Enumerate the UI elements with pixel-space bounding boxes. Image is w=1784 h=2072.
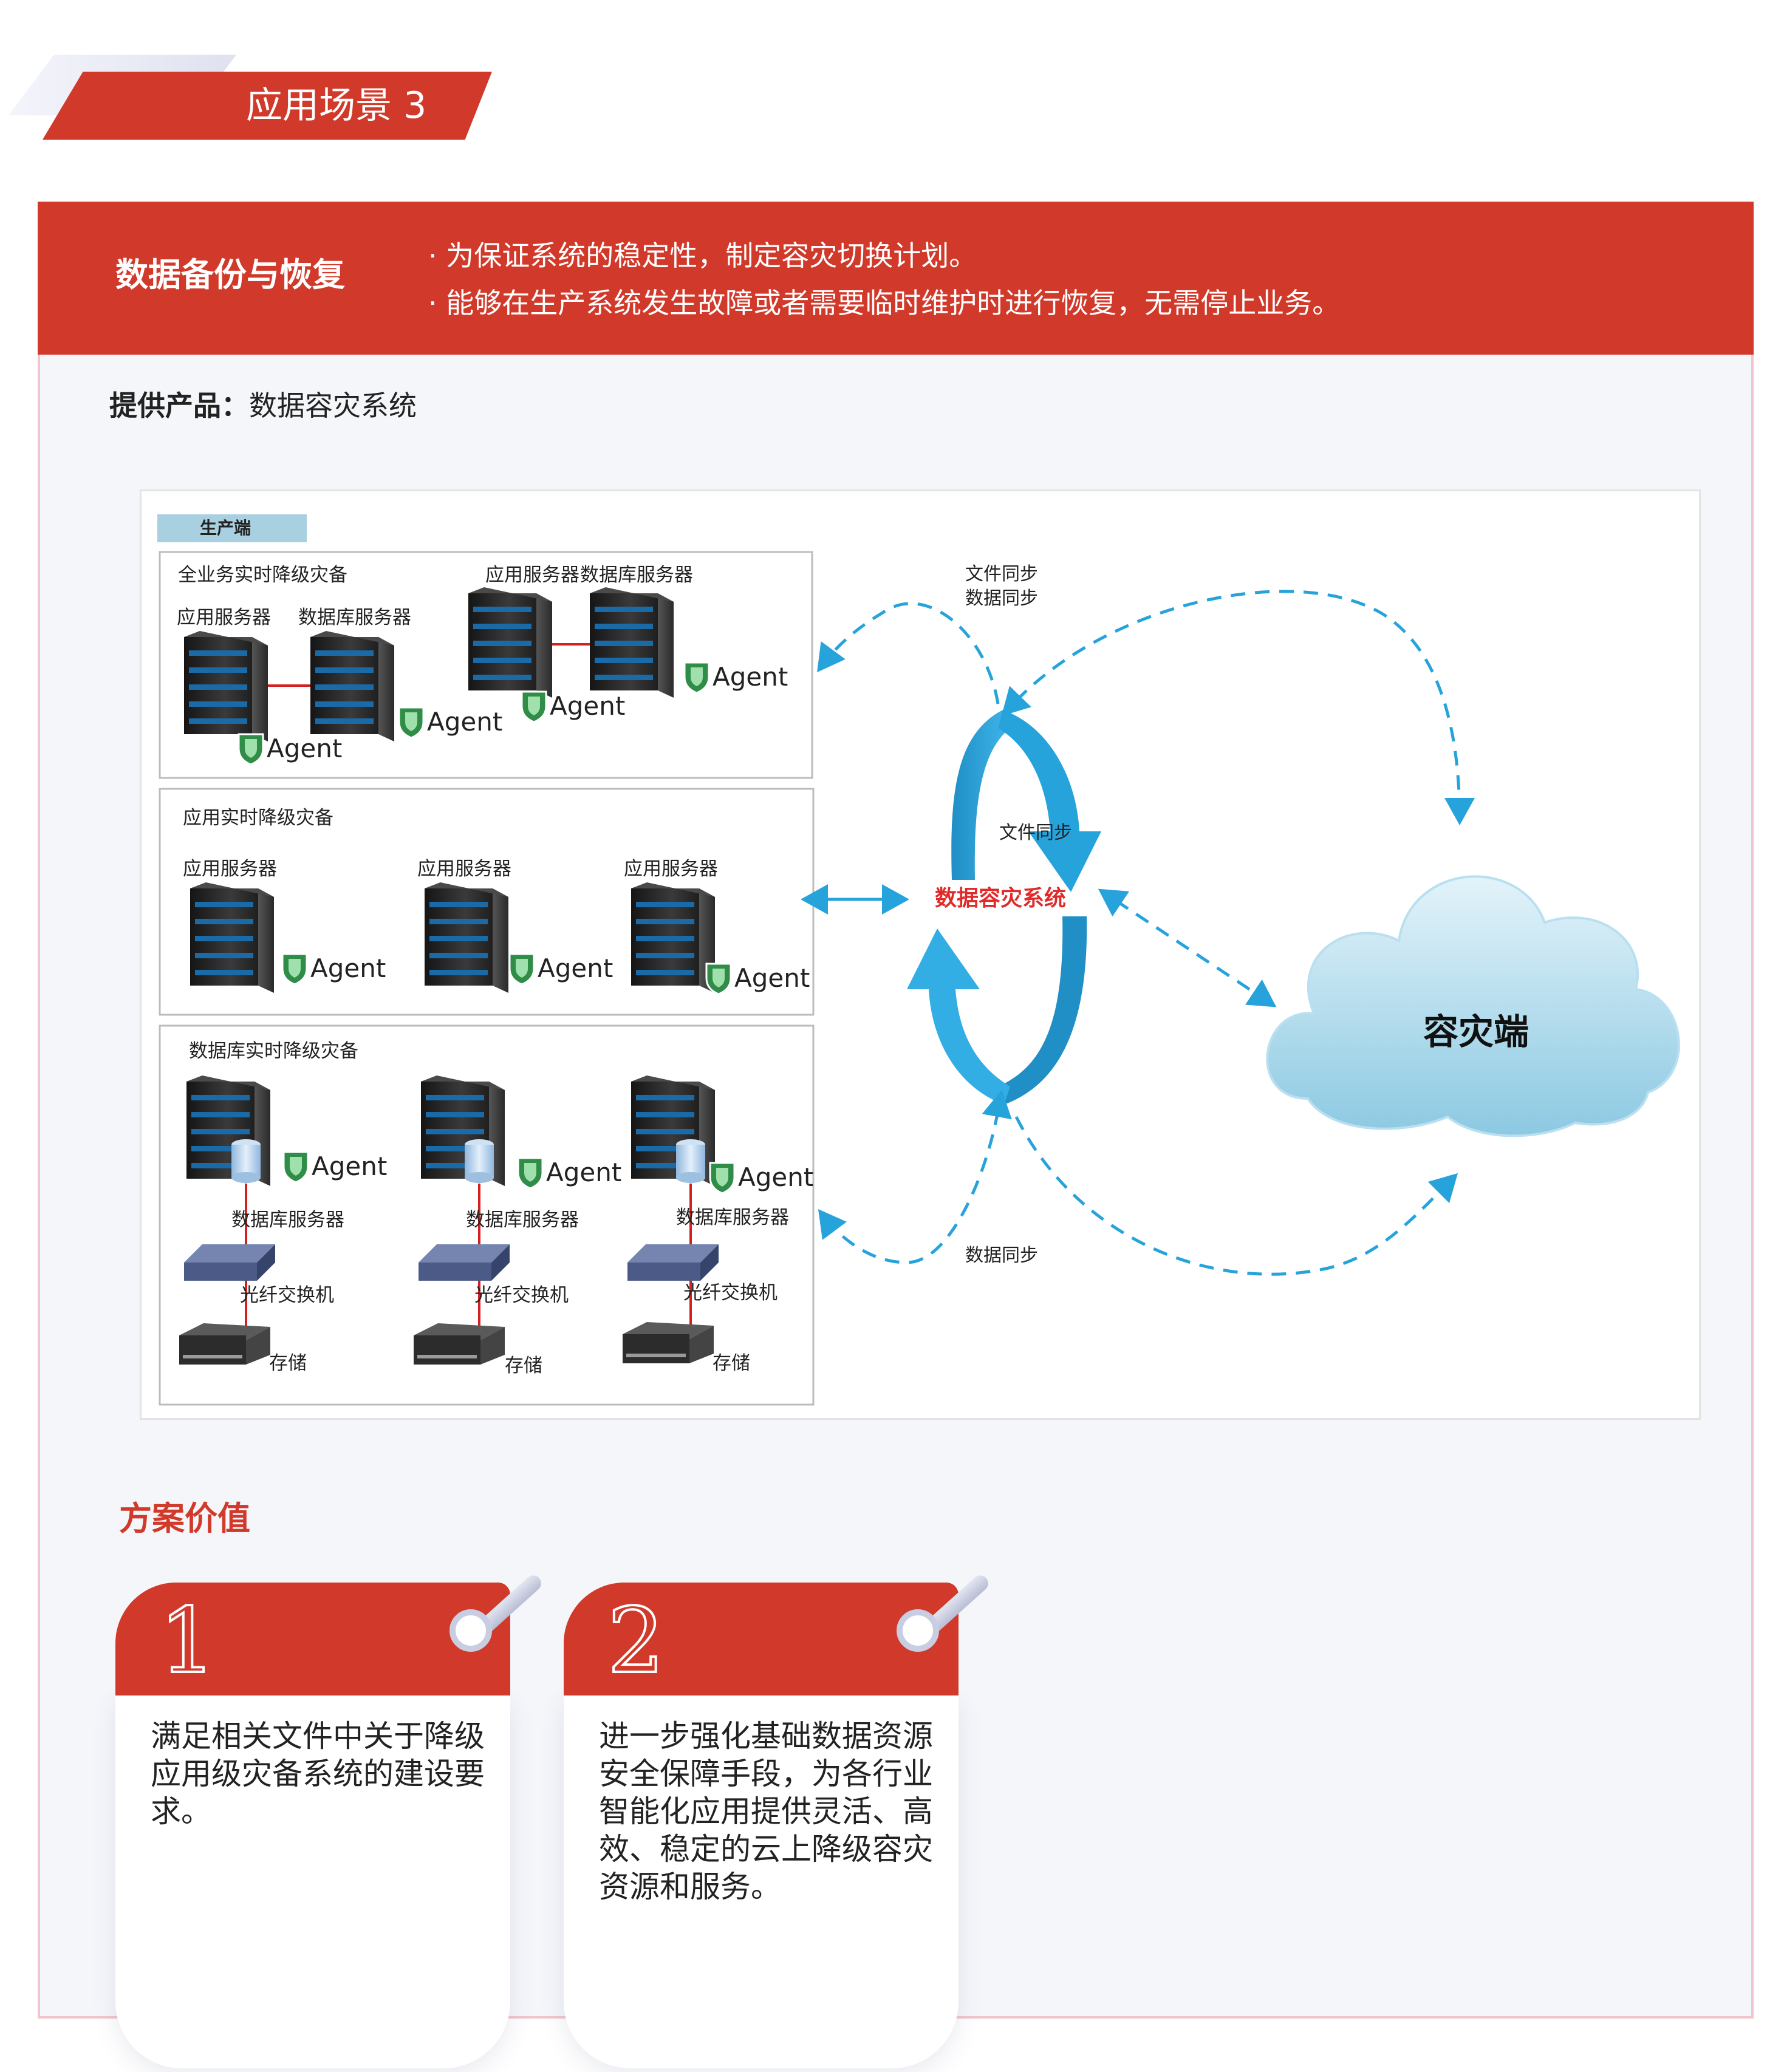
- scenario-banner: [38, 202, 1754, 355]
- group2-label-app1: 应用服务器: [183, 858, 277, 880]
- flow-arrow: [1001, 590, 1475, 825]
- agent-shield-icon: [517, 1157, 544, 1190]
- card-number: 1: [158, 1587, 217, 1694]
- group1-label-db1: 数据库服务器: [298, 607, 411, 629]
- group2-label-app3: 应用服务器: [624, 858, 718, 880]
- agent-shield-icon: [398, 706, 425, 739]
- flow-arrow: [817, 602, 1000, 704]
- agent-label: Agent: [538, 953, 613, 983]
- group-title-db: 数据库实时降级灾备: [189, 1040, 358, 1062]
- card-text: 进一步强化基础数据资源安全保障手段，为各行业智能化应用提供灵活、高效、稳定的云上…: [599, 1719, 933, 1904]
- storage-icon: [623, 1322, 714, 1363]
- agent-shield-icon: [238, 733, 264, 766]
- card-text: 满足相关文件中关于降级应用级灾备系统的建设要求。: [151, 1719, 485, 1829]
- server-icon: [590, 587, 674, 698]
- db-stack-2: Agent 数据库服务器 光纤交换机 存储: [414, 1075, 621, 1377]
- agent-label: Agent: [312, 1151, 387, 1181]
- flow-arrow: [818, 1089, 1012, 1264]
- server-icon: [468, 587, 552, 698]
- value-section-title: 方案价值: [119, 1499, 250, 1538]
- db-server-label: 数据库服务器: [466, 1209, 579, 1231]
- card-header: [115, 1583, 510, 1695]
- banner-bullet: · 能够在生产系统发生故障或者需要临时维护时进行恢复，无需停止业务。: [428, 287, 1341, 319]
- group1-label-db2: 数据库服务器: [580, 564, 693, 586]
- production-label: 生产端: [200, 518, 251, 538]
- agent-label: Agent: [713, 662, 788, 692]
- db-stack-3: Agent 数据库服务器 光纤交换机 存储: [623, 1075, 813, 1374]
- agent-label: Agent: [738, 1162, 813, 1192]
- production-label-bg: [157, 514, 307, 542]
- fiber-switch-icon: [184, 1244, 275, 1281]
- group-title-app: 应用实时降级灾备: [183, 807, 333, 829]
- server-icon: [425, 882, 508, 993]
- switch-label: 光纤交换机: [240, 1284, 334, 1306]
- sync-label-mid: 文件同步: [999, 822, 1072, 843]
- cloud-icon: [1266, 875, 1680, 1137]
- banner-bullet: · 为保证系统的稳定性，制定容灾切换计划。: [428, 239, 977, 272]
- server-icon: [631, 882, 715, 993]
- switch-label: 光纤交换机: [683, 1282, 778, 1304]
- switch-label: 光纤交换机: [474, 1284, 569, 1306]
- sync-label-bottom: 数据同步: [965, 1245, 1038, 1266]
- storage-label: 存储: [505, 1355, 542, 1377]
- banner-title: 数据备份与恢复: [115, 256, 345, 294]
- storage-icon: [414, 1323, 505, 1365]
- flow-arrow: [1098, 888, 1277, 1007]
- agent-shield-icon: [281, 953, 308, 986]
- storage-icon: [179, 1323, 270, 1365]
- agent-shield-icon: [705, 963, 732, 995]
- banner-bullet-list: · 为保证系统的稳定性，制定容灾切换计划。 · 能够在生产系统发生故障或者需要临…: [428, 232, 1340, 327]
- sync-label-top-file: 文件同步: [965, 564, 1038, 585]
- cloud-label: 容灾端: [1423, 1011, 1529, 1052]
- storage-label: 存储: [269, 1352, 307, 1374]
- product-line: 提供产品：数据容灾系统: [109, 384, 417, 424]
- group1-label-app2: 应用服务器: [485, 564, 579, 586]
- card-header: [564, 1583, 959, 1695]
- agent-label: Agent: [267, 734, 342, 763]
- pin-ring-icon: [897, 1609, 939, 1652]
- server-icon: [184, 631, 268, 741]
- group-title-full: 全业务实时降级灾备: [178, 564, 347, 586]
- agent-shield-icon: [508, 953, 535, 986]
- agent-label: Agent: [427, 707, 502, 737]
- fiber-switch-icon: [627, 1244, 719, 1281]
- flow-arrow: [1014, 1116, 1458, 1276]
- storage-label: 存储: [713, 1352, 750, 1374]
- card-number: 2: [606, 1587, 666, 1694]
- agent-shield-icon: [683, 661, 710, 694]
- agent-shield-icon: [282, 1151, 309, 1184]
- diagram-canvas: 生产端 全业务实时降级灾备 应用服务器 数据库服务器 应用服务器 数据库服务器 …: [157, 514, 1680, 1406]
- agent-label: Agent: [546, 1157, 621, 1187]
- section-tag: [43, 72, 492, 140]
- pin-ring-icon: [449, 1609, 492, 1652]
- db-server-label: 数据库服务器: [676, 1207, 789, 1229]
- value-card-2: 2 进一步强化基础数据资源安全保障手段，为各行业智能化应用提供灵活、高效、稳定的…: [564, 1583, 959, 2068]
- center-system-label: 数据容灾系统: [935, 886, 1066, 911]
- agent-label: Agent: [734, 963, 810, 993]
- section-tag-label: 应用场景 3: [246, 84, 427, 127]
- db-stack-1: Agent 数据库服务器 光纤交换机 存储: [179, 1075, 387, 1374]
- db-server-label: 数据库服务器: [231, 1209, 344, 1231]
- agent-label: Agent: [550, 691, 625, 721]
- product-value: 数据容灾系统: [249, 389, 417, 422]
- fiber-switch-icon: [419, 1244, 510, 1281]
- product-label: 提供产品：: [109, 389, 249, 422]
- server-icon: [190, 882, 274, 993]
- agent-shield-icon: [709, 1162, 736, 1194]
- server-icon: [310, 631, 394, 741]
- agent-label: Agent: [310, 953, 386, 983]
- group1-label-app1: 应用服务器: [177, 607, 271, 629]
- value-card-1: 1 满足相关文件中关于降级应用级灾备系统的建设要求。: [115, 1583, 510, 2068]
- sync-label-top-data: 数据同步: [965, 588, 1038, 609]
- architecture-diagram: 生产端 全业务实时降级灾备 应用服务器 数据库服务器 应用服务器 数据库服务器 …: [140, 489, 1701, 1420]
- agent-shield-icon: [521, 690, 547, 723]
- group2-label-app2: 应用服务器: [417, 858, 511, 880]
